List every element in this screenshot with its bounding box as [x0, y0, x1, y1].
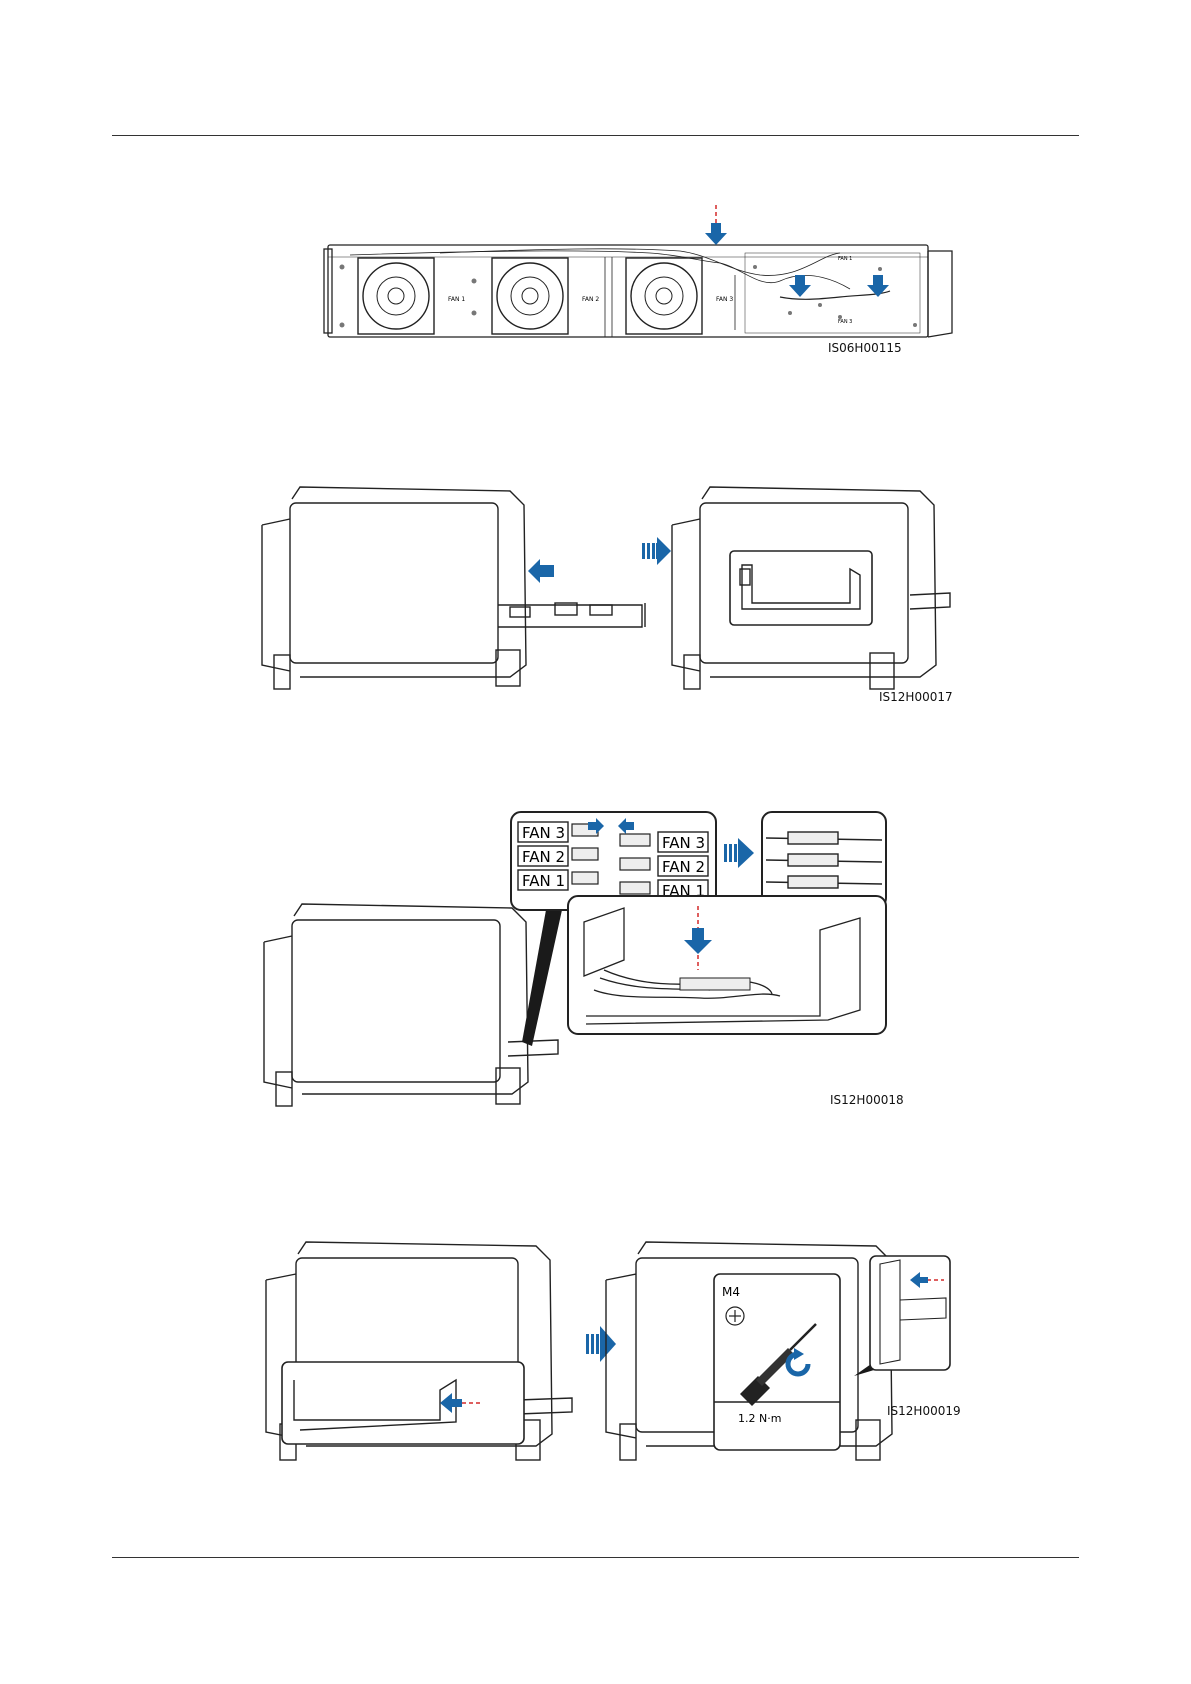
figure-id-1: IS06H00115 [828, 341, 902, 355]
fan-tray-figure: FAN 1 FAN 2 FAN 3 FAN 1 FAN 3 [320, 205, 960, 355]
left-label-fan-2: FAN 2 [522, 848, 565, 866]
tray-install-figure: M4 1.2 N·m [260, 1240, 1030, 1466]
fan-2-icon [492, 258, 568, 334]
left-label-fan-3: FAN 3 [522, 824, 565, 842]
fan-3-label: FAN 3 [716, 296, 733, 303]
arrow-icon [724, 838, 754, 868]
fan-1-label: FAN 1 [448, 296, 465, 303]
arrow-icon [586, 1326, 616, 1362]
right-label-fan-2: FAN 2 [662, 858, 705, 876]
screw-size-label: M4 [722, 1285, 740, 1299]
fan-2-label: FAN 2 [582, 296, 599, 303]
fan-1-icon [358, 258, 434, 334]
arrow-icon [528, 559, 554, 583]
fan-cable-figure: FAN 3 FAN 2 FAN 1 FAN 3 FAN 2 FAN 1 [260, 810, 990, 1110]
arrow-icon [705, 223, 727, 245]
figure-id-2: IS12H00017 [879, 690, 953, 704]
right-label-fan-3: FAN 3 [662, 834, 705, 852]
fan-3-icon [626, 258, 702, 334]
tray-remove-figure [260, 485, 1030, 695]
footer-rule [112, 1557, 1079, 1558]
board-fan-3-label: FAN 3 [838, 319, 852, 325]
arrow-icon [789, 275, 811, 297]
header-rule [112, 135, 1079, 136]
left-label-fan-1: FAN 1 [522, 872, 565, 890]
torque-label: 1.2 N·m [738, 1412, 781, 1425]
figure-id-3: IS12H00018 [830, 1093, 904, 1107]
arrow-icon [867, 275, 889, 297]
arrow-icon [642, 537, 671, 565]
board-fan-1-label: FAN 1 [838, 256, 852, 262]
figure-id-4: IS12H00019 [887, 1404, 961, 1418]
